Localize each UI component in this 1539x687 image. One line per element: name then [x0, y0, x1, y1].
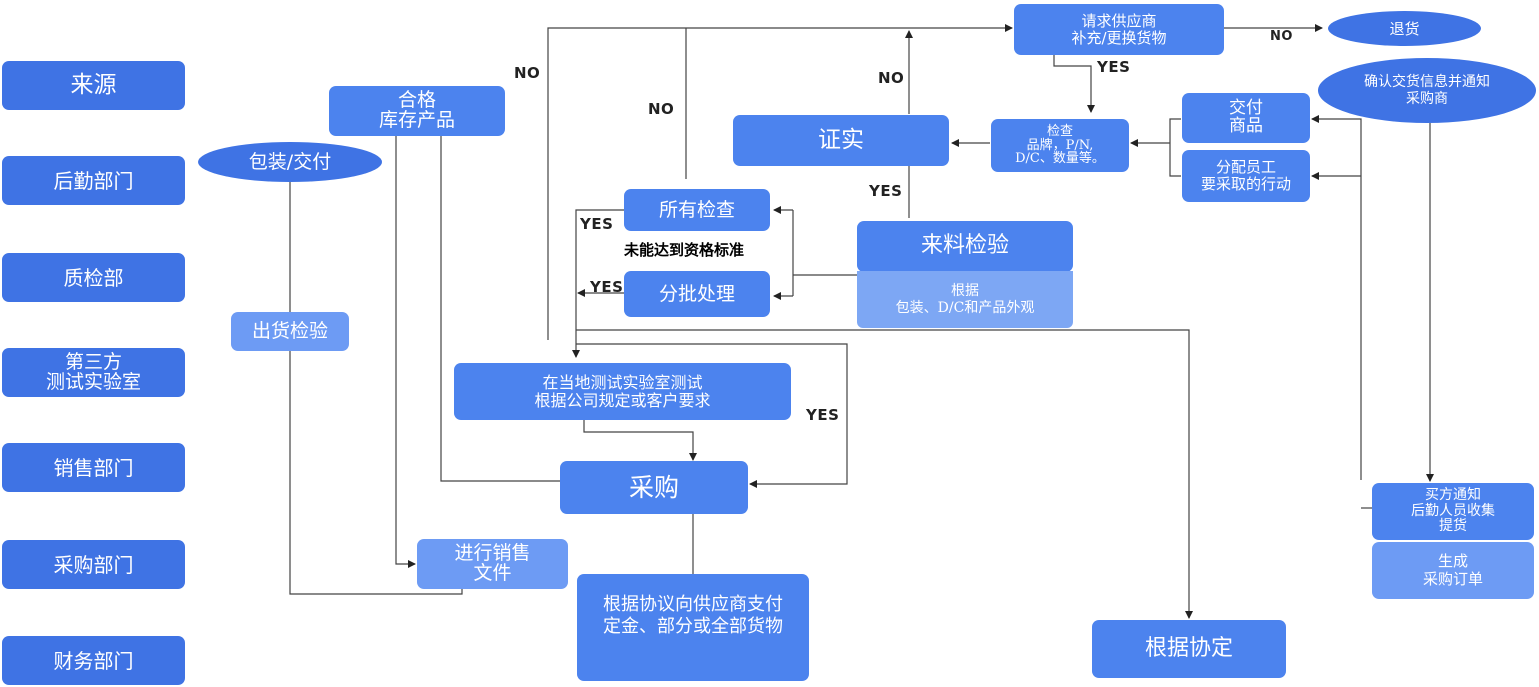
- return-goods-node: 退货: [1328, 11, 1481, 46]
- packaging-delivery-node: 包装/交付: [198, 142, 382, 182]
- confirm-delivery-node: 确认交货信息并通知 采购商: [1318, 58, 1536, 123]
- label-no-left: NO: [514, 64, 541, 82]
- all-checks-node: 所有检查: [624, 189, 770, 231]
- label-yes-batch: YES: [590, 278, 624, 296]
- label-yes-verify: YES: [869, 182, 903, 200]
- check-details-node: 检查 品牌，P/N, D/C、数量等。: [991, 119, 1129, 172]
- label-yes-procurement: YES: [806, 406, 840, 424]
- dept-source: 来源: [2, 61, 185, 110]
- dept-finance: 财务部门: [2, 636, 185, 685]
- label-no-middle: NO: [648, 100, 675, 118]
- dept-third-party-lab: 第三方 测试实验室: [2, 348, 185, 397]
- assign-staff-node: 分配员工 要采取的行动: [1182, 150, 1310, 202]
- outbound-inspection-node: 出货检验: [231, 312, 349, 351]
- payment-node: 根据协议向供应商支付 定金、部分或全部货物: [577, 574, 809, 681]
- request-supplier-node: 请求供应商 补充/更换货物: [1014, 4, 1224, 55]
- sales-documents-node: 进行销售 文件: [417, 539, 568, 589]
- dept-purchasing: 采购部门: [2, 540, 185, 589]
- dept-sales: 销售部门: [2, 443, 185, 492]
- qualified-stock-node: 合格 库存产品: [329, 86, 505, 136]
- local-lab-test-node: 在当地测试实验室测试 根据公司规定或客户要求: [454, 363, 791, 420]
- label-yes-check: YES: [1097, 58, 1131, 76]
- incoming-inspection-node: 来料检验: [857, 221, 1073, 272]
- inspection-basis-node: 根据 包装、D/C和产品外观: [857, 271, 1073, 328]
- batch-processing-node: 分批处理: [624, 271, 770, 317]
- label-no-return: NO: [1270, 29, 1293, 44]
- label-yes-all-checks: YES: [580, 215, 614, 233]
- generate-po-node: 生成 采购订单: [1372, 542, 1534, 599]
- deliver-goods-node: 交付 商品: [1182, 93, 1310, 143]
- label-fail-standard: 未能达到资格标准: [624, 241, 745, 259]
- buyer-notify-node: 买方通知 后勤人员收集 提货: [1372, 483, 1534, 540]
- verify-node: 证实: [733, 115, 949, 166]
- dept-quality: 质检部: [2, 253, 185, 302]
- per-agreement-node: 根据协定: [1092, 620, 1286, 678]
- procurement-node: 采购: [560, 461, 748, 514]
- dept-logistics: 后勤部门: [2, 156, 185, 205]
- label-no-verify: NO: [878, 69, 905, 87]
